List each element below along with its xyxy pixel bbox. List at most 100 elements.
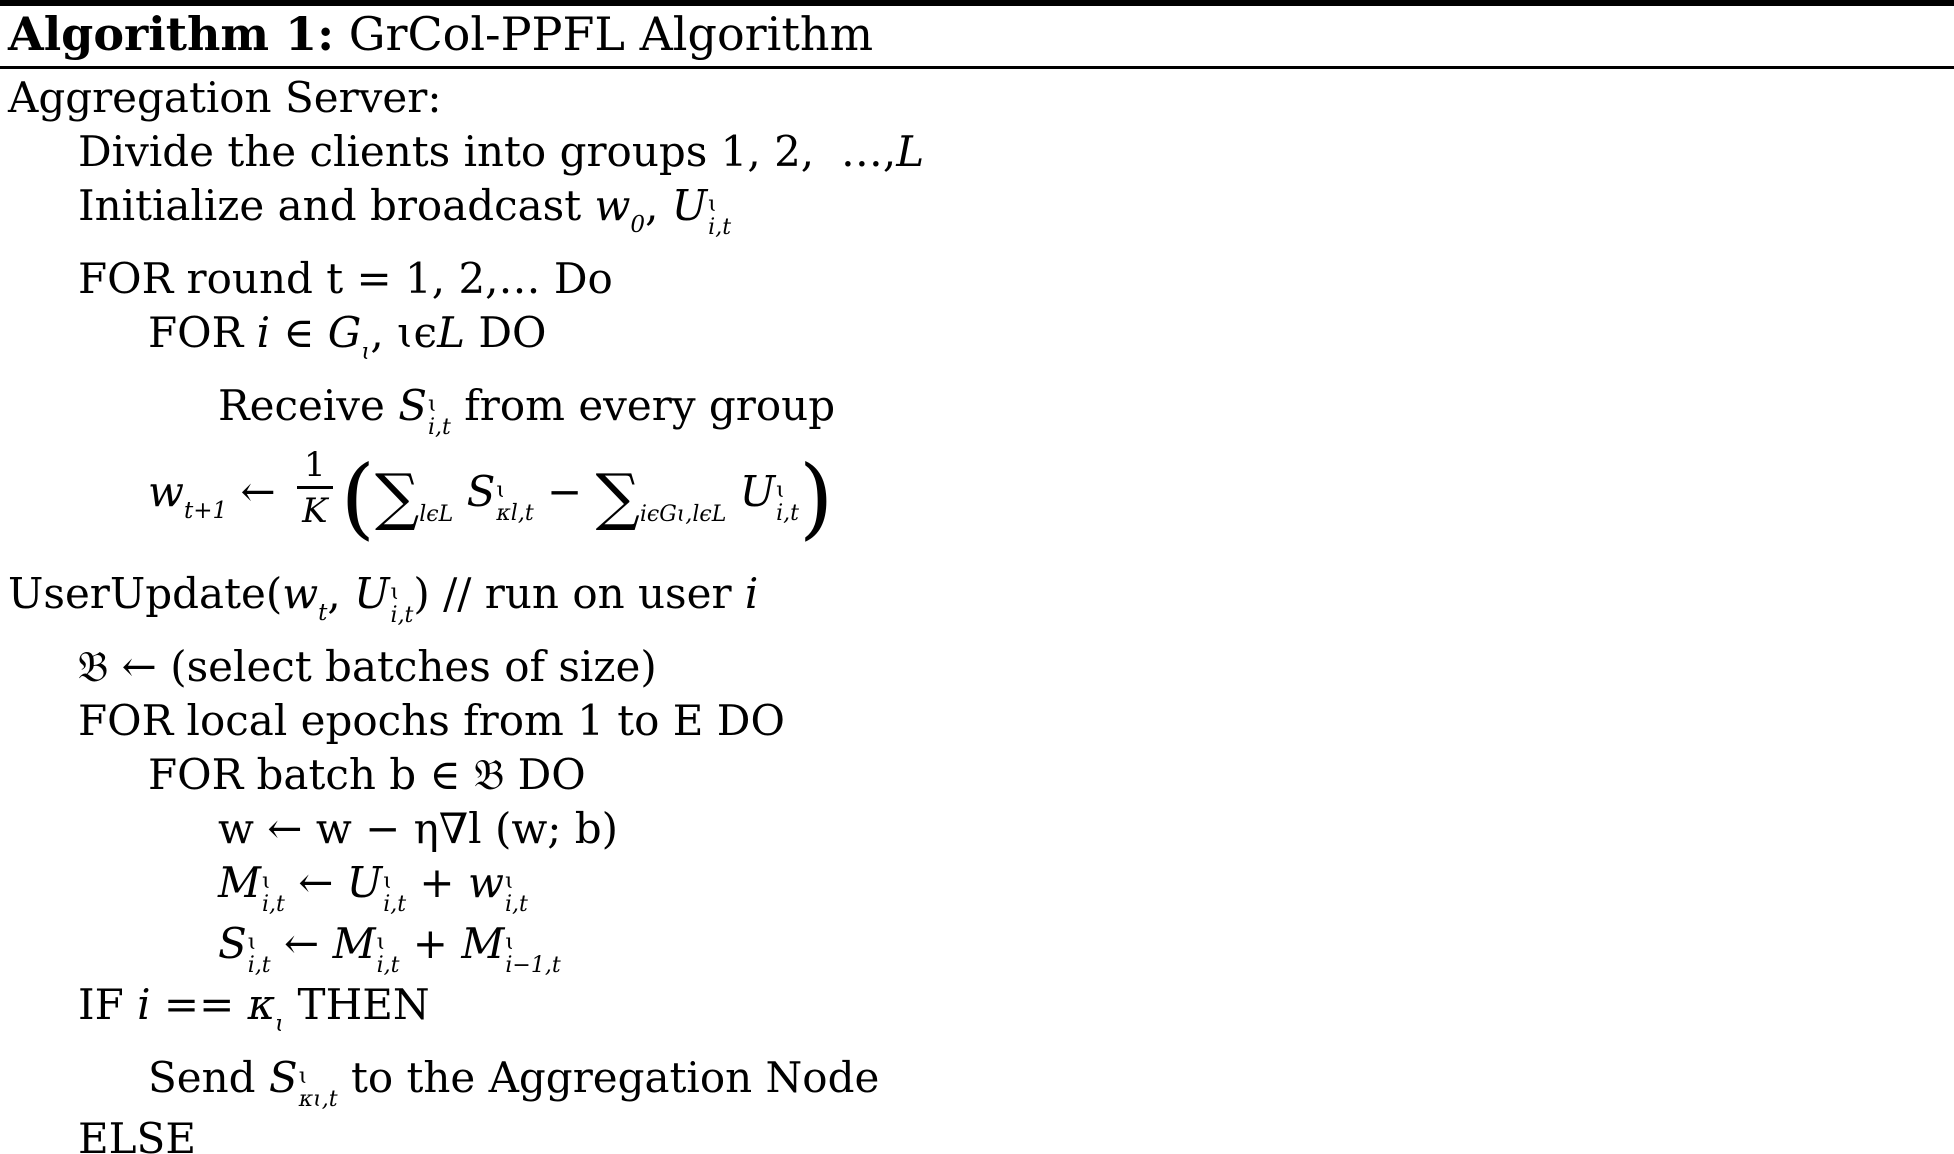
subscript: i,t: [504, 892, 528, 917]
text-token: Initialize and broadcast: [78, 181, 595, 230]
algorithm-line: w ← w − η∇l (w; b): [0, 802, 1954, 856]
fraktur-b-symbol: 𝔅: [78, 642, 109, 691]
fraktur-b-symbol: 𝔅: [473, 750, 505, 799]
superscript: ɩ: [505, 930, 515, 955]
text-token: , ɩϵ: [370, 308, 438, 357]
text-token: FOR: [148, 308, 257, 357]
subscript: i,t: [383, 892, 407, 917]
text-token: Send: [148, 1053, 269, 1102]
sum-subscript: iϵGɩ,lϵL: [639, 502, 727, 527]
variable-base: M: [461, 919, 505, 968]
algorithm-body: Aggregation Server:Divide the clients in…: [0, 69, 1954, 1154]
text-token: [726, 467, 739, 516]
variable-token: L: [437, 308, 465, 357]
subscript: i−1,t: [505, 953, 561, 978]
subscript: 0: [630, 212, 646, 238]
algorithm-line: 𝔅 ← (select batches of size): [0, 640, 1954, 694]
variable-base: G: [327, 308, 362, 357]
text-token: UserUpdate(: [8, 569, 283, 618]
subscript: ɩ: [275, 1011, 285, 1037]
text-token: Receive: [218, 381, 399, 430]
text-token: DO: [464, 308, 547, 357]
subscript: i,t: [376, 953, 400, 978]
variable-token: L: [896, 127, 925, 176]
text-token: Aggregation Server:: [8, 73, 442, 122]
algorithm-line: FOR i ∈ Gɩ, ɩϵL DO: [0, 306, 1954, 379]
subscript: κɩ,t: [298, 1087, 338, 1112]
text-token: THEN: [284, 980, 430, 1029]
text-token: +: [406, 858, 468, 907]
algorithm-title-text: GrCol-PPFL Algorithm: [334, 7, 874, 61]
text-token: +: [399, 919, 462, 968]
subscript: i,t: [428, 415, 451, 440]
text-token: FOR local epochs from 1 to E DO: [78, 696, 785, 745]
text-token: ==: [150, 980, 248, 1029]
superscript: ɩ: [496, 478, 506, 503]
algorithm-title: Algorithm 1: GrCol-PPFL Algorithm: [0, 6, 1954, 66]
text-token: from every group: [450, 381, 836, 430]
algorithm-line: FOR batch b ∈ 𝔅 DO: [0, 748, 1954, 802]
text-token: ,: [327, 569, 355, 618]
text-token: FOR batch b ∈: [148, 750, 474, 799]
text-token: to the Aggregation Node: [337, 1053, 880, 1102]
subscript: i,t: [262, 892, 285, 917]
variable-base: S: [268, 1053, 298, 1102]
title-separator-rule: [0, 66, 1954, 69]
text-token: −: [533, 467, 596, 516]
subscript: i,t: [390, 603, 414, 628]
big-parenthesis: ): [799, 446, 834, 549]
variable-base: w: [594, 181, 631, 230]
superscript: ɩ: [708, 192, 717, 217]
text-token: FOR round t = 1, 2,… Do: [78, 254, 613, 303]
algorithm-line: Aggregation Server:: [0, 71, 1954, 125]
superscript: ɩ: [262, 869, 271, 894]
text-token: ∈: [270, 308, 328, 357]
text-token: ←: [270, 919, 333, 968]
variable-token: i: [256, 308, 270, 357]
variable-with-subscript: wt: [282, 569, 327, 626]
variable-base: S: [398, 381, 428, 430]
algorithm-line: FOR round t = 1, 2,… Do: [0, 252, 1954, 306]
subscript: ɩ: [361, 339, 371, 365]
top-rule: [0, 0, 1954, 6]
superscript: ɩ: [298, 1064, 308, 1089]
subscript: t: [318, 600, 328, 626]
text-token: ←: [284, 858, 347, 907]
subscript: t+1: [183, 498, 228, 524]
superscript: ɩ: [383, 869, 392, 894]
fraction-numerator: 1: [297, 447, 333, 489]
sum-subscript: lϵL: [419, 502, 454, 527]
text-token: DO: [504, 750, 586, 799]
variable-with-subscript: κɩ: [248, 980, 285, 1037]
superscript: ɩ: [376, 930, 386, 955]
superscript: ɩ: [247, 930, 257, 955]
subscript: i,t: [247, 953, 271, 978]
text-token: ) // run on user: [413, 569, 745, 618]
summation: ∑lϵL: [375, 466, 453, 528]
text-token: ELSE: [78, 1114, 196, 1154]
